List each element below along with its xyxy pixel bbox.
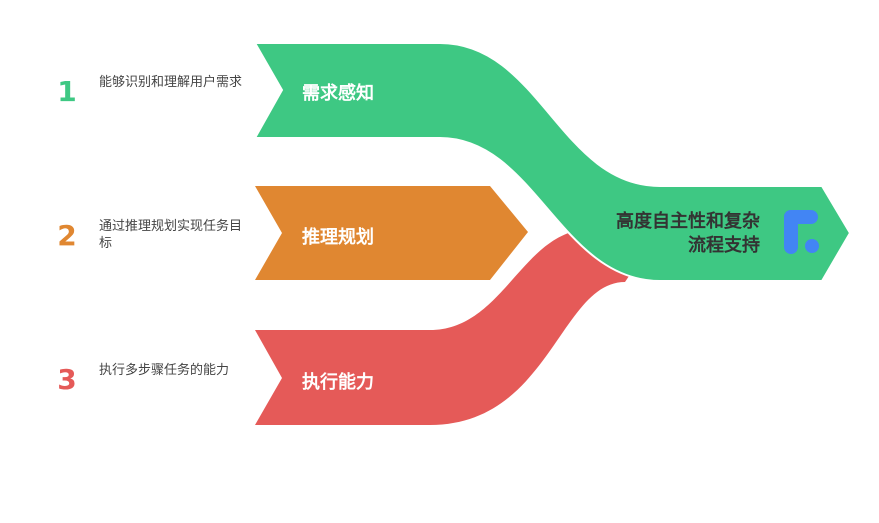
output-label: 高度自主性和复杂流程支持 xyxy=(616,211,760,256)
arrow-label-1: 需求感知 xyxy=(302,83,374,104)
arrow-execution xyxy=(255,230,660,425)
arrow-label-3: 执行能力 xyxy=(302,372,374,393)
step-number-3: 3 xyxy=(57,363,77,396)
step-description-1: 能够识别和理解用户需求 xyxy=(99,75,243,90)
arrow-label-2: 推理规划 xyxy=(302,227,374,248)
arrow-reasoning-planning xyxy=(255,186,528,280)
google-ads-icon xyxy=(784,210,819,254)
step-number-2: 2 xyxy=(57,219,77,252)
step-description-2: 通过推理规划实现任务目标 xyxy=(99,219,243,251)
arrow-demand-perception xyxy=(253,42,852,282)
step-description-3: 执行多步骤任务的能力 xyxy=(99,363,230,378)
step-number-1: 1 xyxy=(57,75,77,108)
